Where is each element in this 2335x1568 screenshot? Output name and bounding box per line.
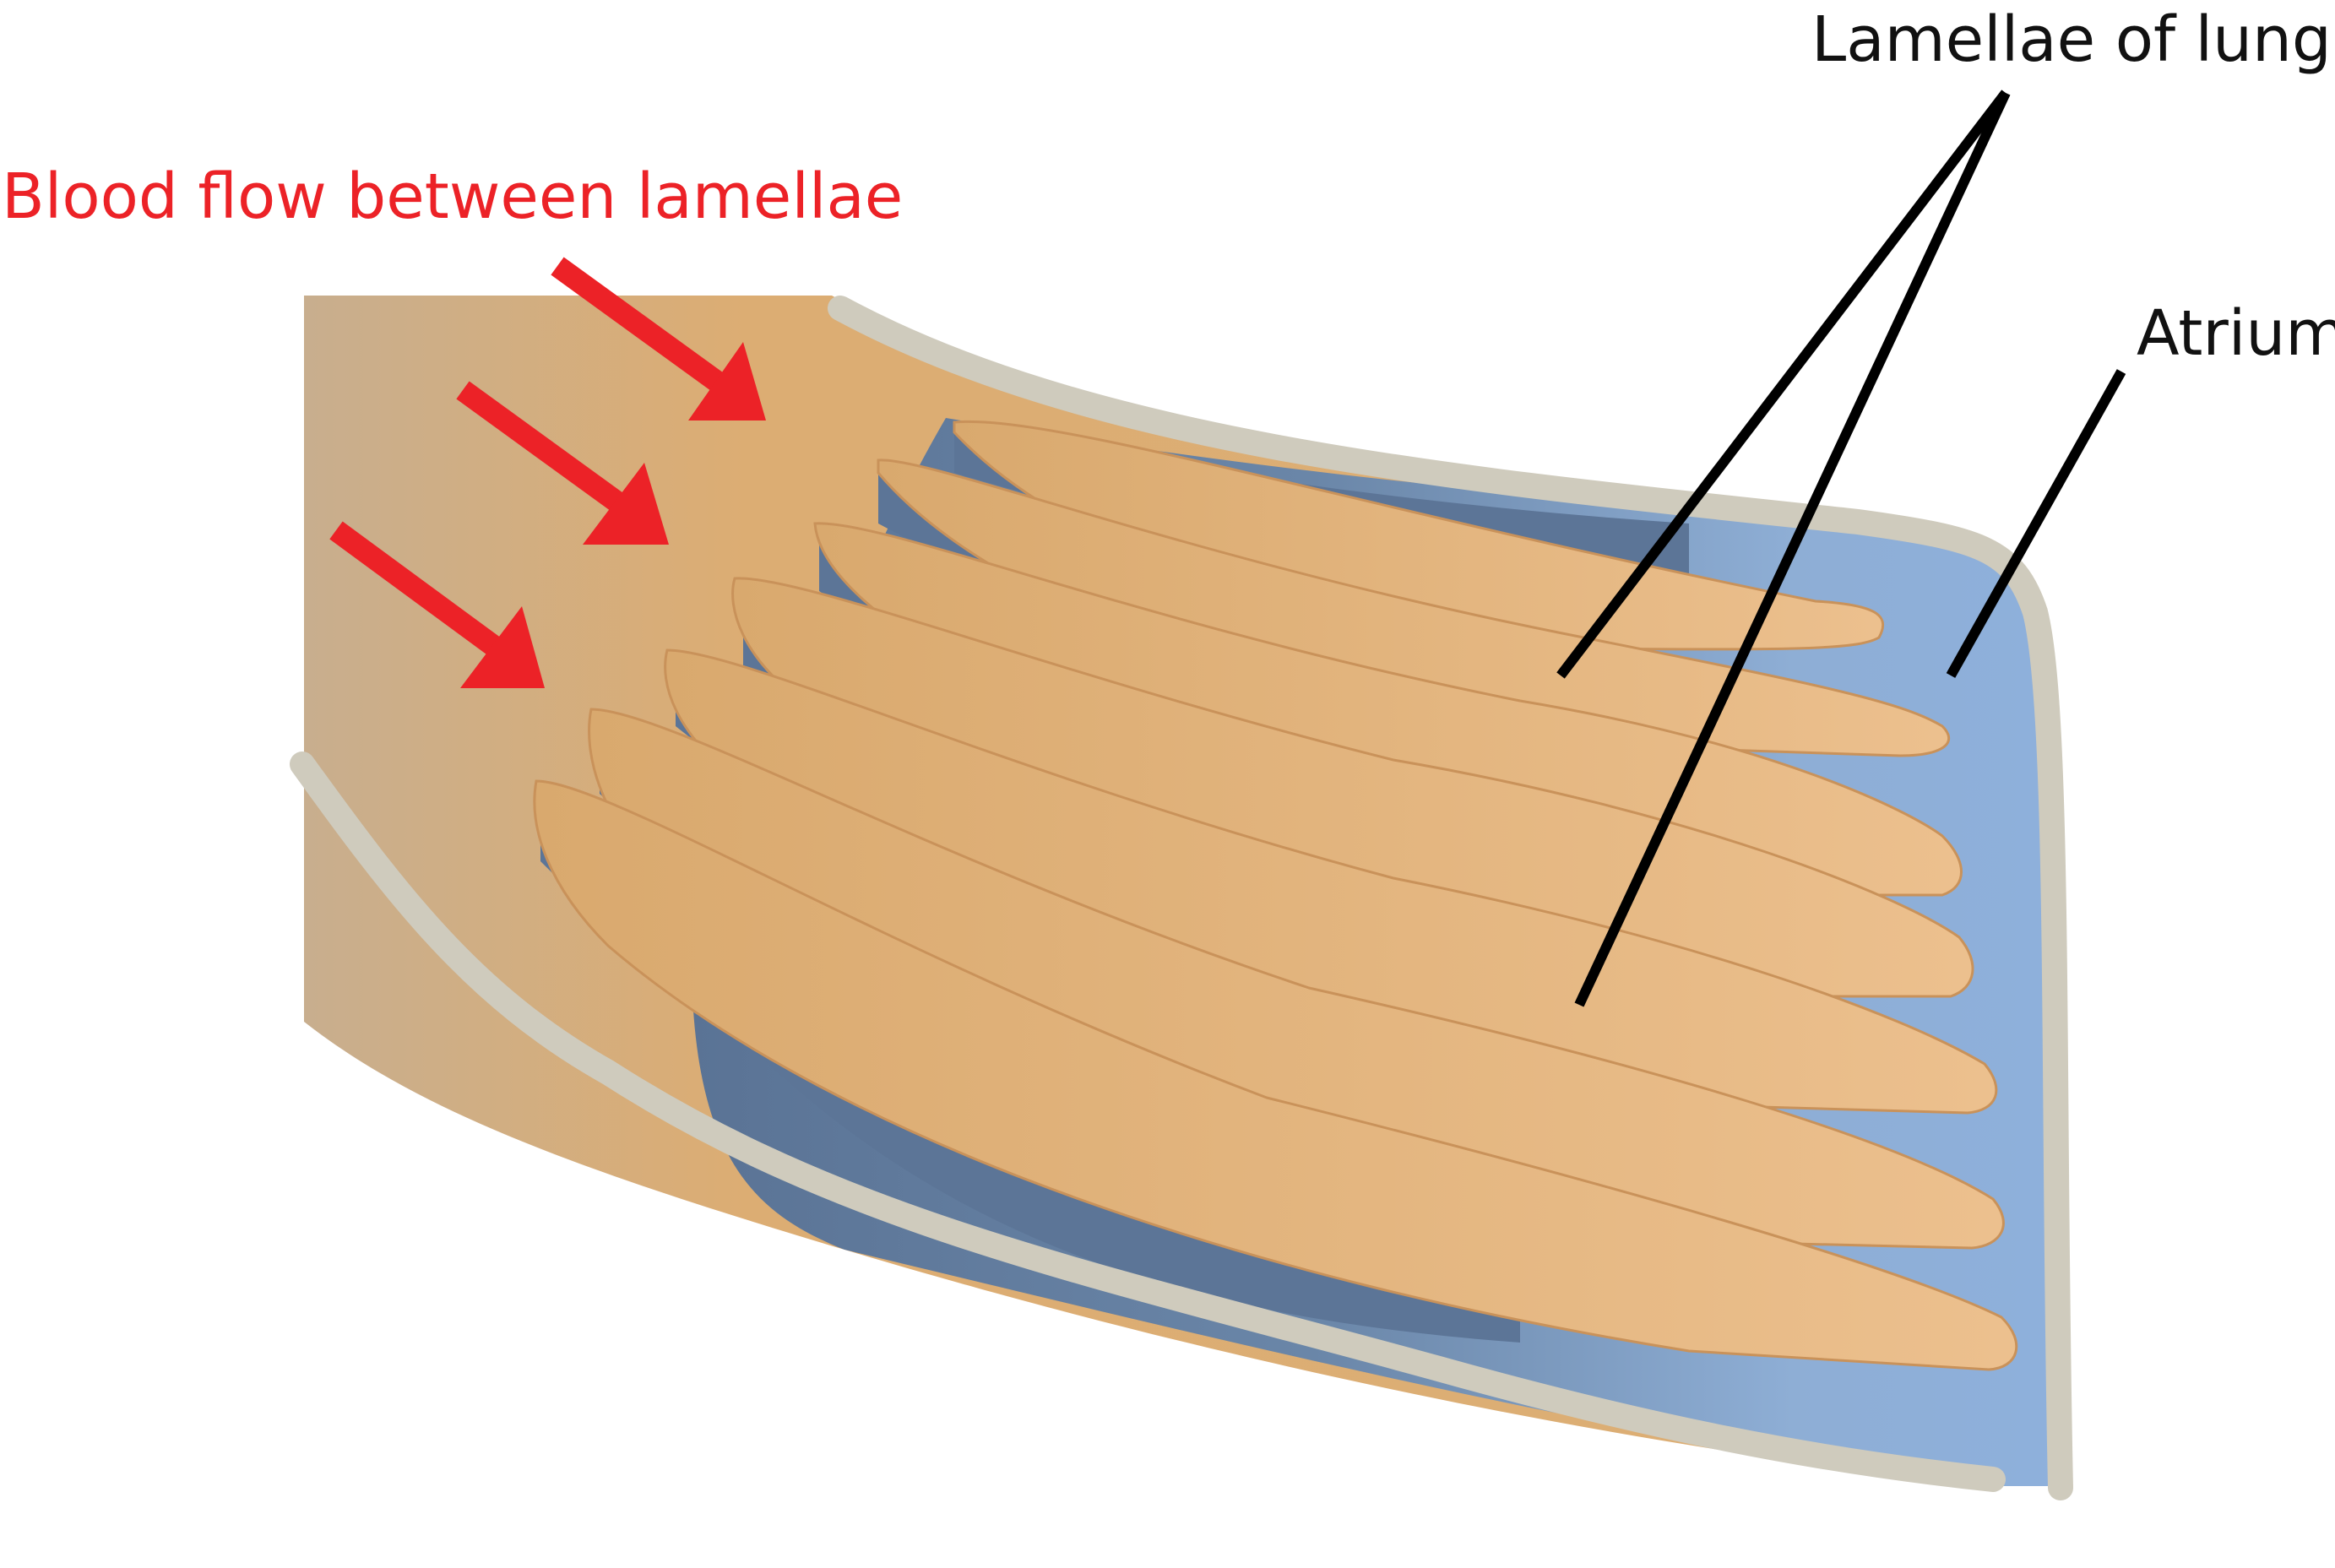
lung-wall-top bbox=[828, 296, 2073, 1500]
atrium-label: Atrium bbox=[2137, 297, 2335, 370]
blood-flow-label: Blood flow between lamellae bbox=[2, 160, 903, 233]
flow-arrow-icon bbox=[329, 521, 545, 688]
flow-arrows bbox=[329, 257, 766, 688]
lamellae-label: Lamellae of lung bbox=[1811, 3, 2332, 76]
leader-line bbox=[1556, 90, 2010, 679]
lung-body bbox=[290, 296, 2073, 1500]
flow-arrow-icon bbox=[551, 257, 766, 420]
lamella bbox=[533, 779, 2018, 1371]
leader-line bbox=[1574, 90, 2011, 1007]
lung-wall-bottom bbox=[290, 751, 2006, 1492]
leader-line bbox=[1946, 369, 2126, 678]
flow-arrow-icon bbox=[456, 381, 669, 545]
leader-lines bbox=[1556, 90, 2126, 1007]
lamellae bbox=[533, 420, 2018, 1371]
